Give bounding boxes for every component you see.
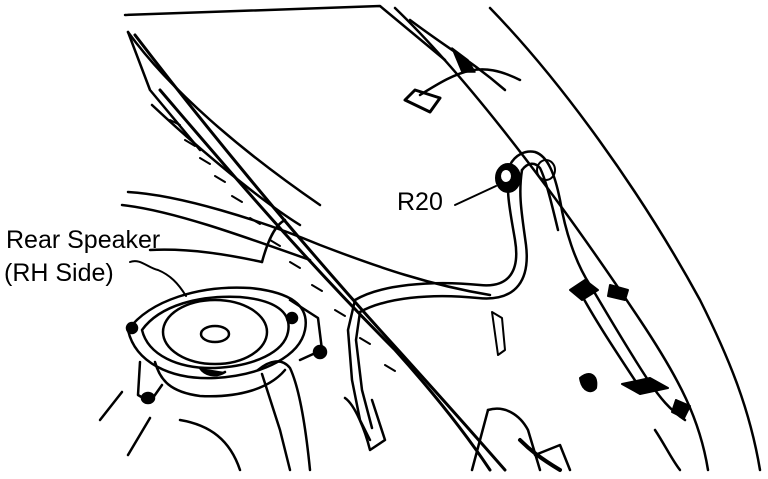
- diagonal-strap: [135, 35, 505, 470]
- rear-speaker: [100, 288, 326, 455]
- speaker-leader-line: [130, 261, 186, 296]
- wiring-harness: [348, 152, 685, 440]
- lower-trim: [180, 361, 680, 470]
- connector-r20-label: R20: [397, 188, 443, 216]
- connector-r20: [455, 160, 555, 205]
- harness-clips: [570, 280, 690, 418]
- rear-window-frame: [125, 6, 445, 225]
- c-pillar: [395, 8, 760, 470]
- r20-leader-line: [455, 186, 496, 205]
- rear-speaker-label-line2: (RH Side): [4, 259, 114, 287]
- rear-speaker-label-line1: Rear Speaker: [6, 226, 161, 254]
